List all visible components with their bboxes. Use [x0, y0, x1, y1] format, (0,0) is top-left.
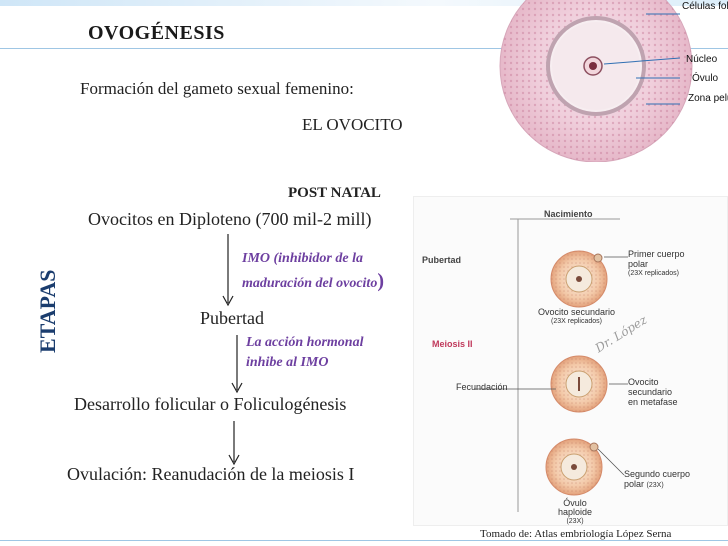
label-ovulo: Óvulo	[692, 73, 719, 84]
arrow-head-2	[231, 382, 243, 394]
label-meiosis-ii: Meiosis II	[432, 339, 473, 349]
label-ovocito-secundario: Ovocito secundario (23X replicados)	[538, 307, 616, 325]
imo-note: IMO (inhibidor de la maduración del ovoc…	[242, 251, 384, 292]
label-fecundacion: Fecundación	[456, 382, 508, 392]
figure-caption: Tomado de: Atlas embriología López Serna	[480, 528, 672, 540]
arrow-head-1	[222, 295, 234, 307]
label-pubertad: Pubertad	[422, 255, 462, 265]
label-ovulo-haploide: Óvulo haploide (23X)	[558, 498, 593, 526]
label-ovocito-metafase: Ovocito secundario en metafase	[628, 377, 678, 407]
label-nacimiento: Nacimiento	[544, 209, 593, 219]
meiosis-drawing	[474, 218, 628, 512]
top-accent-bar	[0, 0, 728, 6]
label-nucleo: Núcleo	[686, 54, 718, 65]
period-label: POST NATAL	[288, 185, 381, 201]
footer-rule	[0, 540, 728, 541]
page-title: OVOGÉNESIS	[88, 22, 225, 44]
subject: EL OVOCITO	[302, 115, 403, 134]
stage-ovulacion: Ovulación: Reanudación de la meiosis I	[67, 464, 355, 484]
stage-foliculogenesis: Desarrollo folicular o Foliculogénesis	[74, 394, 347, 414]
stage-pubertad: Pubertad	[200, 308, 264, 328]
label-zona-pelucida: Zona pelúcida	[688, 93, 728, 104]
flow-arrows	[222, 234, 243, 466]
stage-diploteno: Ovocitos en Diploteno (700 mil-2 mill)	[88, 209, 372, 229]
hormone-note: La acción hormonal inhibe al IMO	[246, 335, 364, 370]
meiosis-figure: Nacimiento Pubertad Meiosis II Fecundaci…	[413, 196, 728, 526]
arrow-head-3	[228, 454, 240, 466]
label-celulas-foliculares: Células foliculares	[682, 1, 728, 12]
subtitle: Formación del gameto sexual femenino:	[80, 79, 354, 98]
label-primer-cuerpo-polar: Primer cuerpo polar (23X replicados)	[628, 249, 685, 277]
label-segundo-cuerpo-polar: Segundo cuerpo polar (23X)	[624, 469, 691, 489]
header-rule	[0, 48, 728, 49]
oocyte-follicle-figure	[499, 0, 693, 162]
